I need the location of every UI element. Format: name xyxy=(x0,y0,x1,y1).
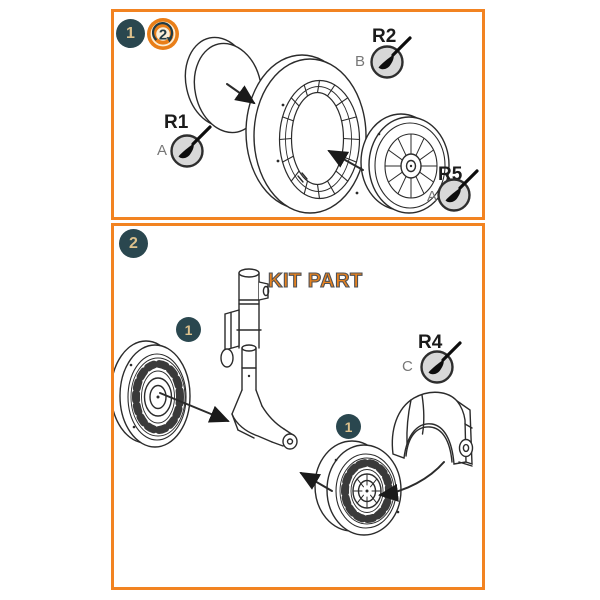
step-1-badge: 1 xyxy=(116,19,145,48)
quantity-number: 2 xyxy=(159,27,167,44)
landing-gear-strut xyxy=(220,268,298,450)
step-1-exploded-wheel-drawing xyxy=(184,36,450,214)
sub-assembly-1-badge-right: 1 xyxy=(336,414,361,439)
step-2-badge: 2 xyxy=(119,229,148,258)
assembly-arrow-right-wheel-to-axle xyxy=(299,471,333,492)
kit-part-label: KIT PART xyxy=(267,269,363,292)
paintbrush-icon-r2 xyxy=(370,36,412,79)
paintbrush-icon-r5 xyxy=(437,169,479,212)
part-label-r4: R4 xyxy=(418,332,443,353)
step-1-panel: 1 2 R1 A R2 B R5 A xyxy=(111,9,485,220)
assembly-arrow-disc-to-tire xyxy=(226,83,256,105)
tire xyxy=(245,54,367,214)
part-variant-r1: A xyxy=(157,142,168,159)
part-variant-r4: C xyxy=(402,358,413,375)
spoked-hub-wheel xyxy=(360,113,450,214)
quantity-x2-icon: 2 xyxy=(147,18,179,50)
wheel-spat-fender xyxy=(391,391,474,467)
assembly-arrow-left-wheel-to-strut xyxy=(159,392,230,423)
sub-assembly-1-badge-left: 1 xyxy=(176,317,201,342)
paintbrush-icon-r1 xyxy=(170,125,212,168)
assembly-curve-fender-to-wheel xyxy=(378,461,445,502)
right-wheel xyxy=(314,440,402,536)
part-label-r2: R2 xyxy=(372,26,397,47)
step-2-number: 2 xyxy=(129,234,138,252)
step-2-landing-gear-drawing xyxy=(114,268,474,536)
paintbrush-icon-r4 xyxy=(420,341,462,384)
part-variant-r2: B xyxy=(355,53,366,70)
step-1-number: 1 xyxy=(126,24,135,42)
part-variant-r5: A xyxy=(427,188,438,205)
assembly-arrow-hub-to-tire xyxy=(327,150,364,171)
step-2-panel: 2 KIT PART 1 1 R4 C xyxy=(111,223,485,590)
part-label-r1: R1 xyxy=(164,112,189,133)
left-wheel xyxy=(114,340,191,448)
